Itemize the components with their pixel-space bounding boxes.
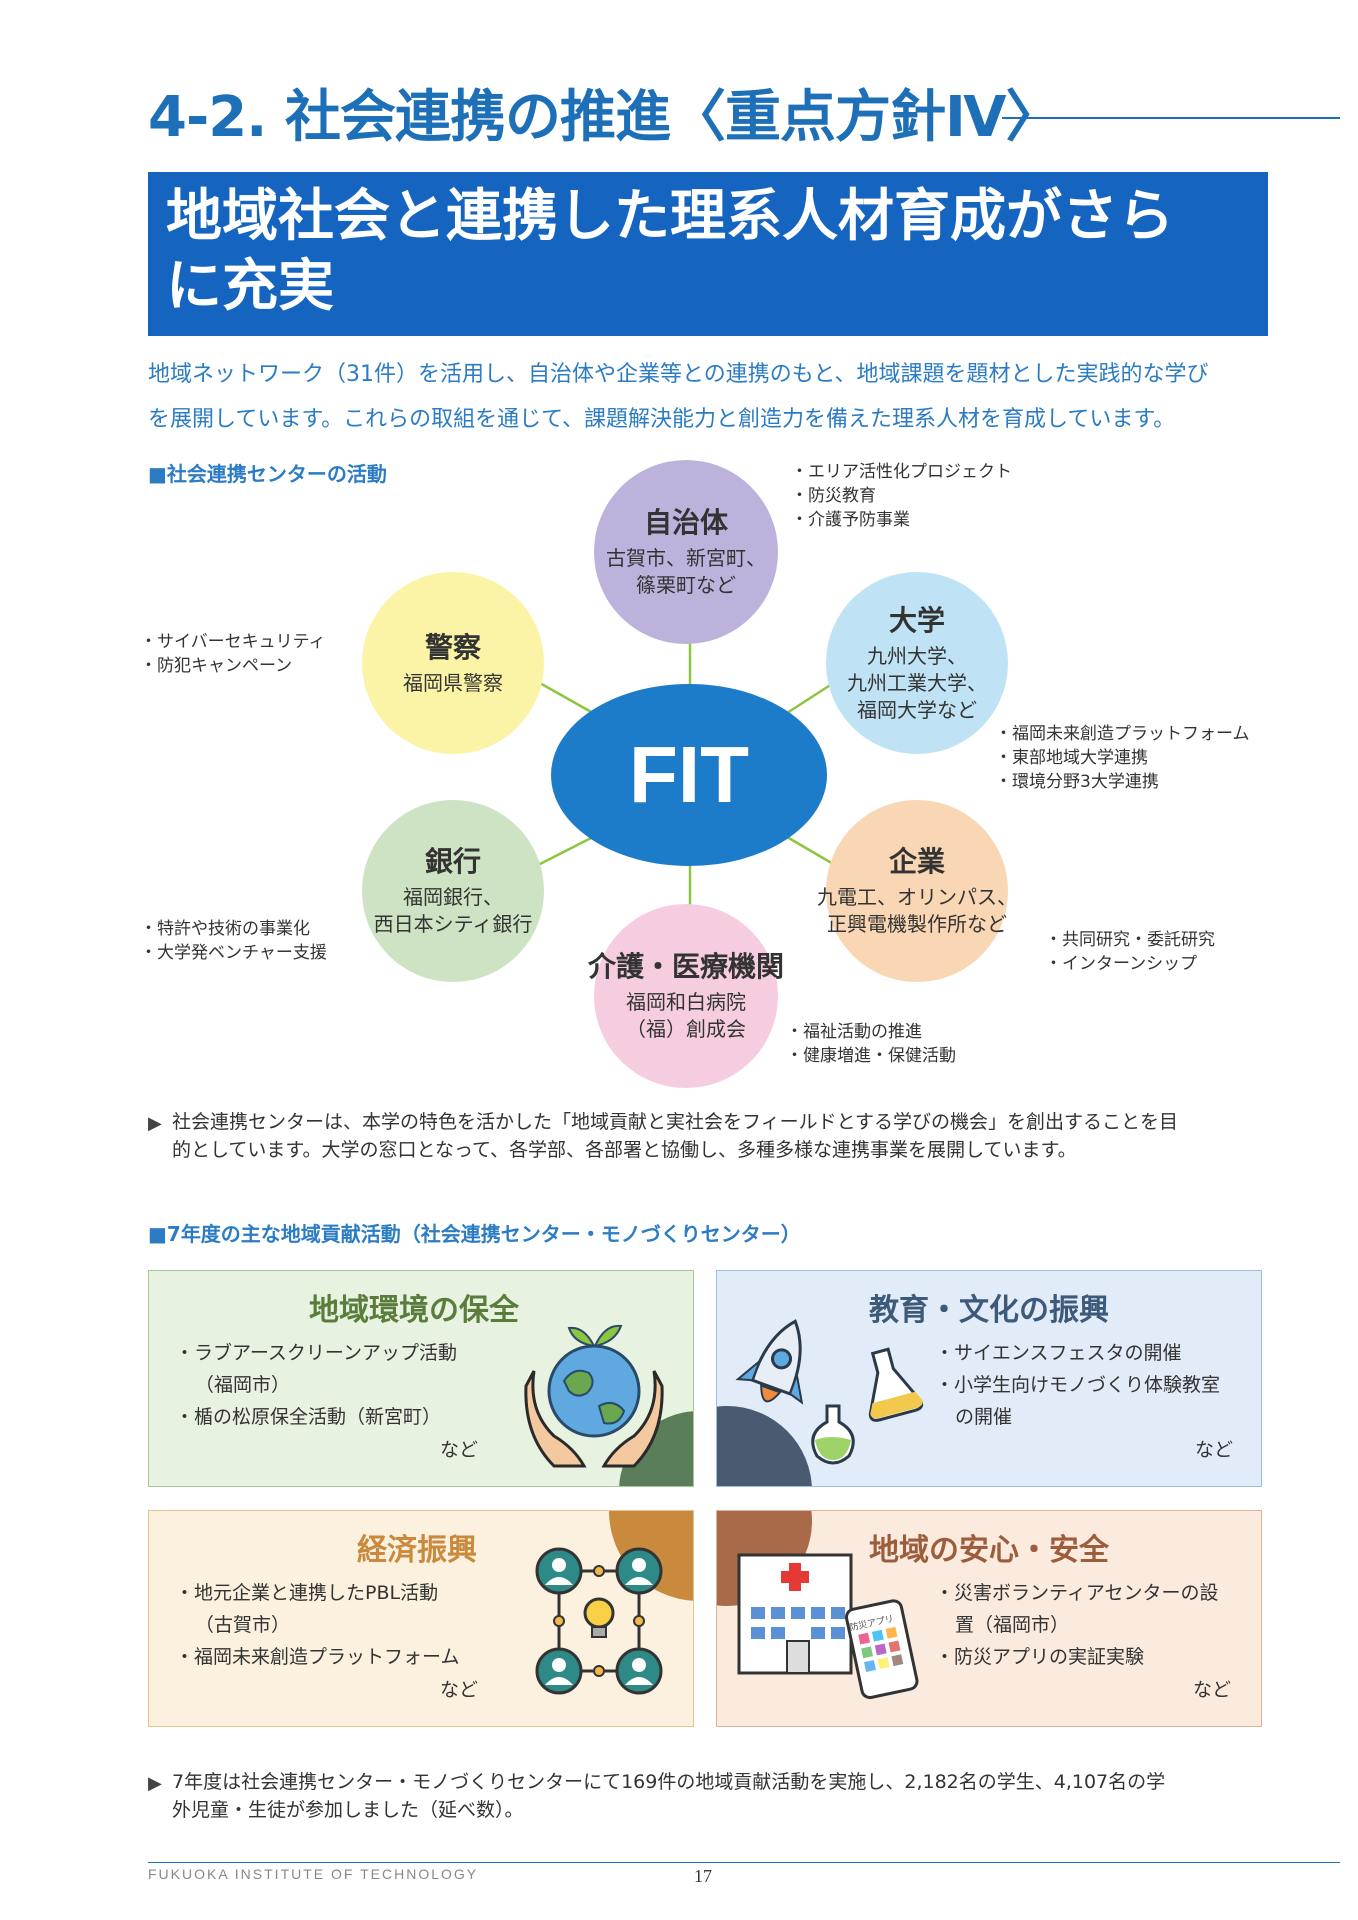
intro-text: 地域ネットワーク（31件）を活用し、自治体や企業等との連携のもと、地域課題を題材… <box>148 352 1278 442</box>
medical-activities: 福祉活動の推進 健康増進・保健活動 <box>786 1020 956 1068</box>
headline-line2: に充実 <box>166 254 334 319</box>
network-people-icon <box>535 1511 693 1695</box>
connector-line <box>786 680 836 715</box>
activities-summary: ▶ 7年度は社会連携センター・モノづくりセンターにて169件の地域貢献活動を実施… <box>148 1771 1166 1821</box>
partner-circle-banks: 銀行 福岡銀行、西日本シティ銀行 <box>362 800 544 982</box>
activity-card-environment: 地域環境の保全 ラブアースクリーンアップ活動（福岡市） 楯の松原保全活動（新宮町… <box>148 1270 694 1487</box>
intro-line1: 地域ネットワーク（31件）を活用し、自治体や企業等との連携のもと、地域課題を題材… <box>148 362 1209 387</box>
earth-in-hands-icon <box>524 1324 693 1486</box>
headline-box: 地域社会と連携した理系人材育成がさら に充実 <box>148 172 1268 336</box>
bank-activities: 特許や技術の事業化 大学発ベンチャー支援 <box>140 917 327 965</box>
headline-line1: 地域社会と連携した理系人材育成がさら <box>166 184 1174 249</box>
section-title: 4-2. 社会連携の推進〈重点方針Ⅳ〉 <box>148 85 1061 150</box>
activity-card-education: 教育・文化の振興 サイエンスフェスタの開催 小学生向けモノづくり体験教室の開催 … <box>716 1270 1262 1487</box>
rocket-flask-icon <box>717 1319 924 1486</box>
page-number: 17 <box>694 1866 712 1886</box>
partner-circle-police: 警察 福岡県警察 <box>362 572 544 754</box>
center-section-heading: ■社会連携センターの活動 <box>148 462 387 486</box>
activity-card-economy: 経済振興 地元企業と連携したPBL活動（古賀市） 福岡未来創造プラットフォーム … <box>148 1510 694 1727</box>
connector-lines <box>537 640 836 910</box>
connector-line <box>537 680 594 715</box>
triangle-bullet-icon: ▶ <box>148 1113 162 1134</box>
police-activities: サイバーセキュリティ 防犯キャンペーン <box>140 630 326 678</box>
partner-circle-university: 大学 九州大学、九州工業大学、福岡大学など <box>826 572 1008 754</box>
intro-line2: を展開しています。これらの取組を通じて、課題解決能力と創造力を備えた理系人材を育… <box>148 407 1176 432</box>
title-rule <box>1002 117 1340 119</box>
footer-rule <box>148 1862 1340 1863</box>
university-activities: 福岡未来創造プラットフォーム 東部地域大学連携 環境分野3大学連携 <box>995 722 1250 794</box>
activity-card-safety: 地域の安心・安全 災害ボランティアセンターの設置（福岡市） 防災アプリの実証実験… <box>716 1510 1262 1727</box>
partner-circle-medical: 介護・医療機関 福岡和白病院（福）創成会 <box>588 904 784 1088</box>
activities-section-heading: ■7年度の主な地域貢献活動（社会連携センター・モノづくりセンター） <box>148 1222 801 1246</box>
center-note: ▶ 社会連携センターは、本学の特色を活かした「地域貢献と実社会をフィールドとする… <box>148 1111 1179 1161</box>
footer-institution: FUKUOKA INSTITUTE OF TECHNOLOGY <box>148 1866 479 1882</box>
fit-center-ellipse: FIT <box>551 684 827 866</box>
triangle-bullet-icon: ▶ <box>148 1773 162 1794</box>
company-activities: 共同研究・委託研究 インターンシップ <box>1045 928 1215 976</box>
hospital-phone-icon <box>717 1511 919 1700</box>
connector-line <box>786 835 836 867</box>
partner-circle-companies: 企業 九電工、オリンパス、正興電機製作所など <box>817 800 1017 982</box>
municipality-activities: エリア活性化プロジェクト 防災教育 介護予防事業 <box>791 460 1012 532</box>
partner-circle-municipality: 自治体 古賀市、新宮町、篠栗町など <box>594 460 778 644</box>
connector-line <box>537 835 594 867</box>
partner-diagram: 自治体 古賀市、新宮町、篠栗町など 大学 九州大学、九州工業大学、福岡大学など … <box>140 460 1300 1100</box>
